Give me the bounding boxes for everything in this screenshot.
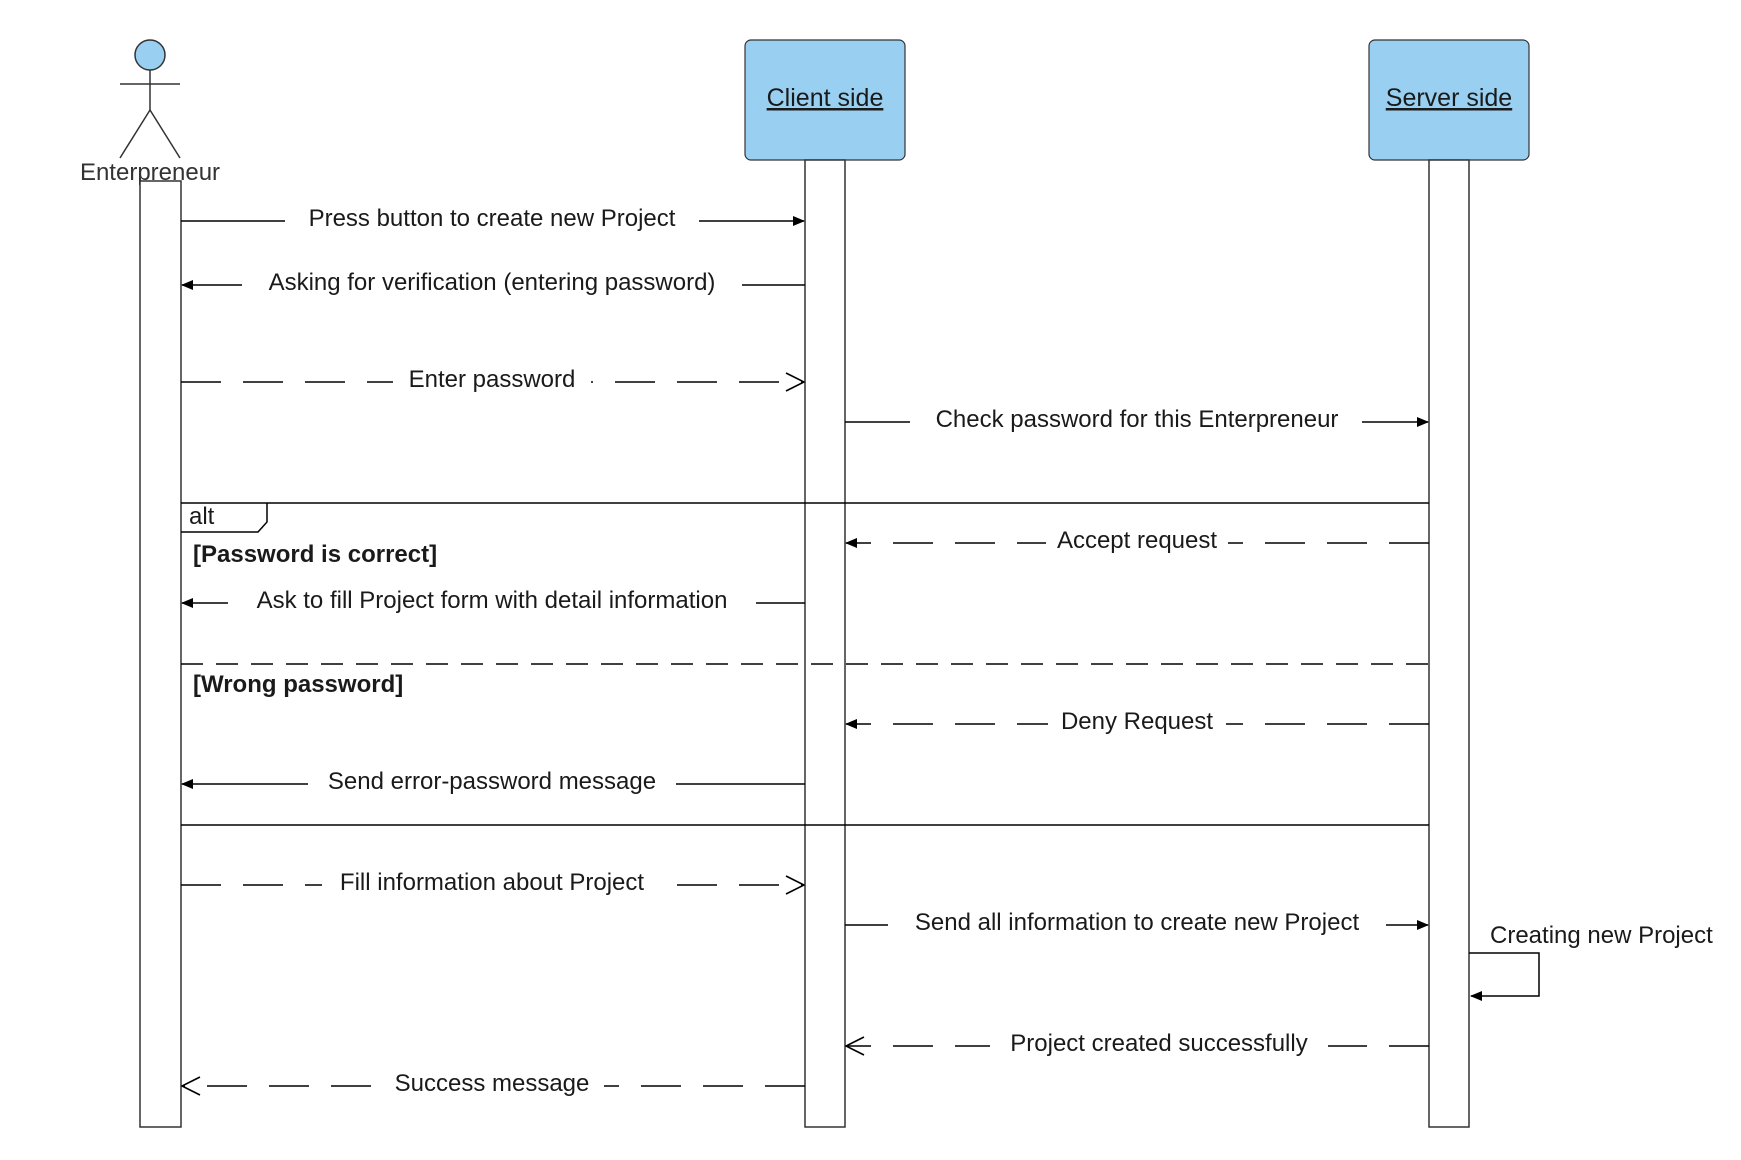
- message-ask-fill-form: Ask to fill Project form with detail inf…: [181, 584, 805, 614]
- message-label: Project created successfully: [1010, 1030, 1307, 1057]
- message-enter-password: Enter password: [181, 363, 804, 393]
- activation-bar-enterpreneur: [139, 180, 182, 1128]
- label-bg: [308, 765, 676, 795]
- participant-server: Server side: [1368, 39, 1530, 161]
- participant-client: Client side: [744, 39, 906, 161]
- message-fill-information: Fill information about Project: [181, 866, 804, 896]
- label-bg: [380, 1067, 604, 1097]
- message-label: Asking for verification (entering passwo…: [269, 269, 716, 296]
- message-deny-request: Deny Request: [845, 705, 1429, 735]
- label-bg: [888, 906, 1386, 936]
- message-label: Press button to create new Project: [309, 205, 676, 232]
- label-bg: [228, 584, 756, 614]
- alt-fragment: alt [Password is correct] [Wrong passwor…: [181, 502, 1429, 826]
- message-label: Deny Request: [1061, 708, 1213, 735]
- self-message-line: [1469, 952, 1540, 1001]
- message-press-button: Press button to create new Project: [181, 202, 805, 232]
- alt-operator-tab: [181, 503, 268, 533]
- label-bg: [910, 403, 1362, 433]
- label-bg: [1048, 705, 1226, 735]
- actor-head: [134, 39, 166, 71]
- message-check-password: Check password for this Enterpreneur: [845, 403, 1429, 433]
- message-success: Success message: [182, 1067, 805, 1097]
- message-label: Check password for this Enterpreneur: [936, 406, 1339, 433]
- message-send-all-information: Send all information to create new Proje…: [845, 906, 1429, 936]
- message-asking-verification: Asking for verification (entering passwo…: [181, 266, 805, 296]
- message-label: Ask to fill Project form with detail inf…: [257, 587, 728, 614]
- label-bg: [393, 363, 591, 393]
- message-label: Success message: [395, 1070, 590, 1097]
- message-creating-new-project: Creating new Project: [1469, 922, 1713, 1001]
- message-project-created: Project created successfully: [846, 1027, 1429, 1057]
- message-label: Send all information to create new Proje…: [915, 909, 1360, 936]
- message-label: Creating new Project: [1490, 922, 1713, 949]
- message-send-error: Send error-password message: [181, 765, 805, 795]
- label-bg: [285, 202, 699, 232]
- message-label: Fill information about Project: [340, 869, 644, 896]
- alt-operator-label: alt: [189, 503, 215, 530]
- guard-password-correct: [Password is correct]: [193, 541, 437, 568]
- label-bg: [322, 866, 662, 896]
- label-bg: [1046, 524, 1228, 554]
- activation-bar-server: [1428, 159, 1470, 1128]
- activation-bar-client: [804, 159, 846, 1128]
- message-label: Send error-password message: [328, 768, 656, 795]
- actor-right-leg: [149, 109, 181, 159]
- message-accept-request: Accept request: [845, 524, 1429, 554]
- server-name: Server side: [1386, 84, 1512, 112]
- actor-left-leg: [119, 109, 151, 159]
- label-bg: [990, 1027, 1328, 1057]
- label-bg: [242, 266, 742, 296]
- message-label: Enter password: [409, 366, 576, 393]
- message-label: Accept request: [1057, 527, 1217, 554]
- actor-enterpreneur: Enterpreneur: [80, 39, 220, 186]
- client-name: Client side: [767, 84, 884, 112]
- guard-wrong-password: [Wrong password]: [193, 671, 403, 698]
